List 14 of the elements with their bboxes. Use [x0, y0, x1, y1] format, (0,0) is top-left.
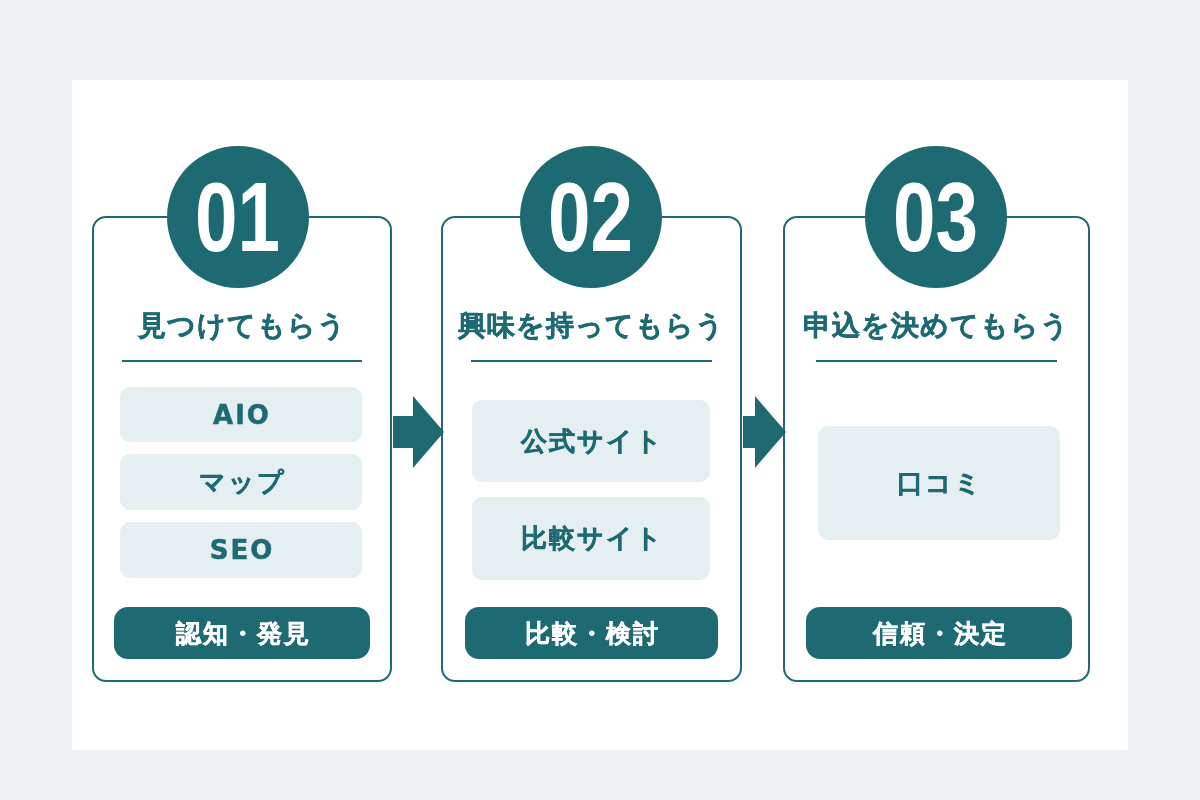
step-heading: 興味を持ってもらう [458, 308, 725, 344]
channel-tile: 比較サイト [472, 497, 710, 580]
stage-tag: 認知・発見 [114, 607, 370, 659]
channel-tile: SEO [120, 522, 362, 578]
channel-tile: 口コミ [818, 426, 1060, 540]
channel-tile: 公式サイト [472, 400, 710, 482]
step-heading: 申込を決めてもらう [803, 308, 1070, 344]
channel-tile: マップ [120, 454, 362, 510]
arrow [743, 396, 786, 468]
step-heading: 見つけてもらう [137, 308, 347, 344]
channel-tile: AIO [120, 387, 362, 442]
arrow [393, 396, 444, 468]
stage-tag: 信頼・決定 [806, 607, 1072, 659]
stage-tag: 比較・検討 [465, 607, 718, 659]
